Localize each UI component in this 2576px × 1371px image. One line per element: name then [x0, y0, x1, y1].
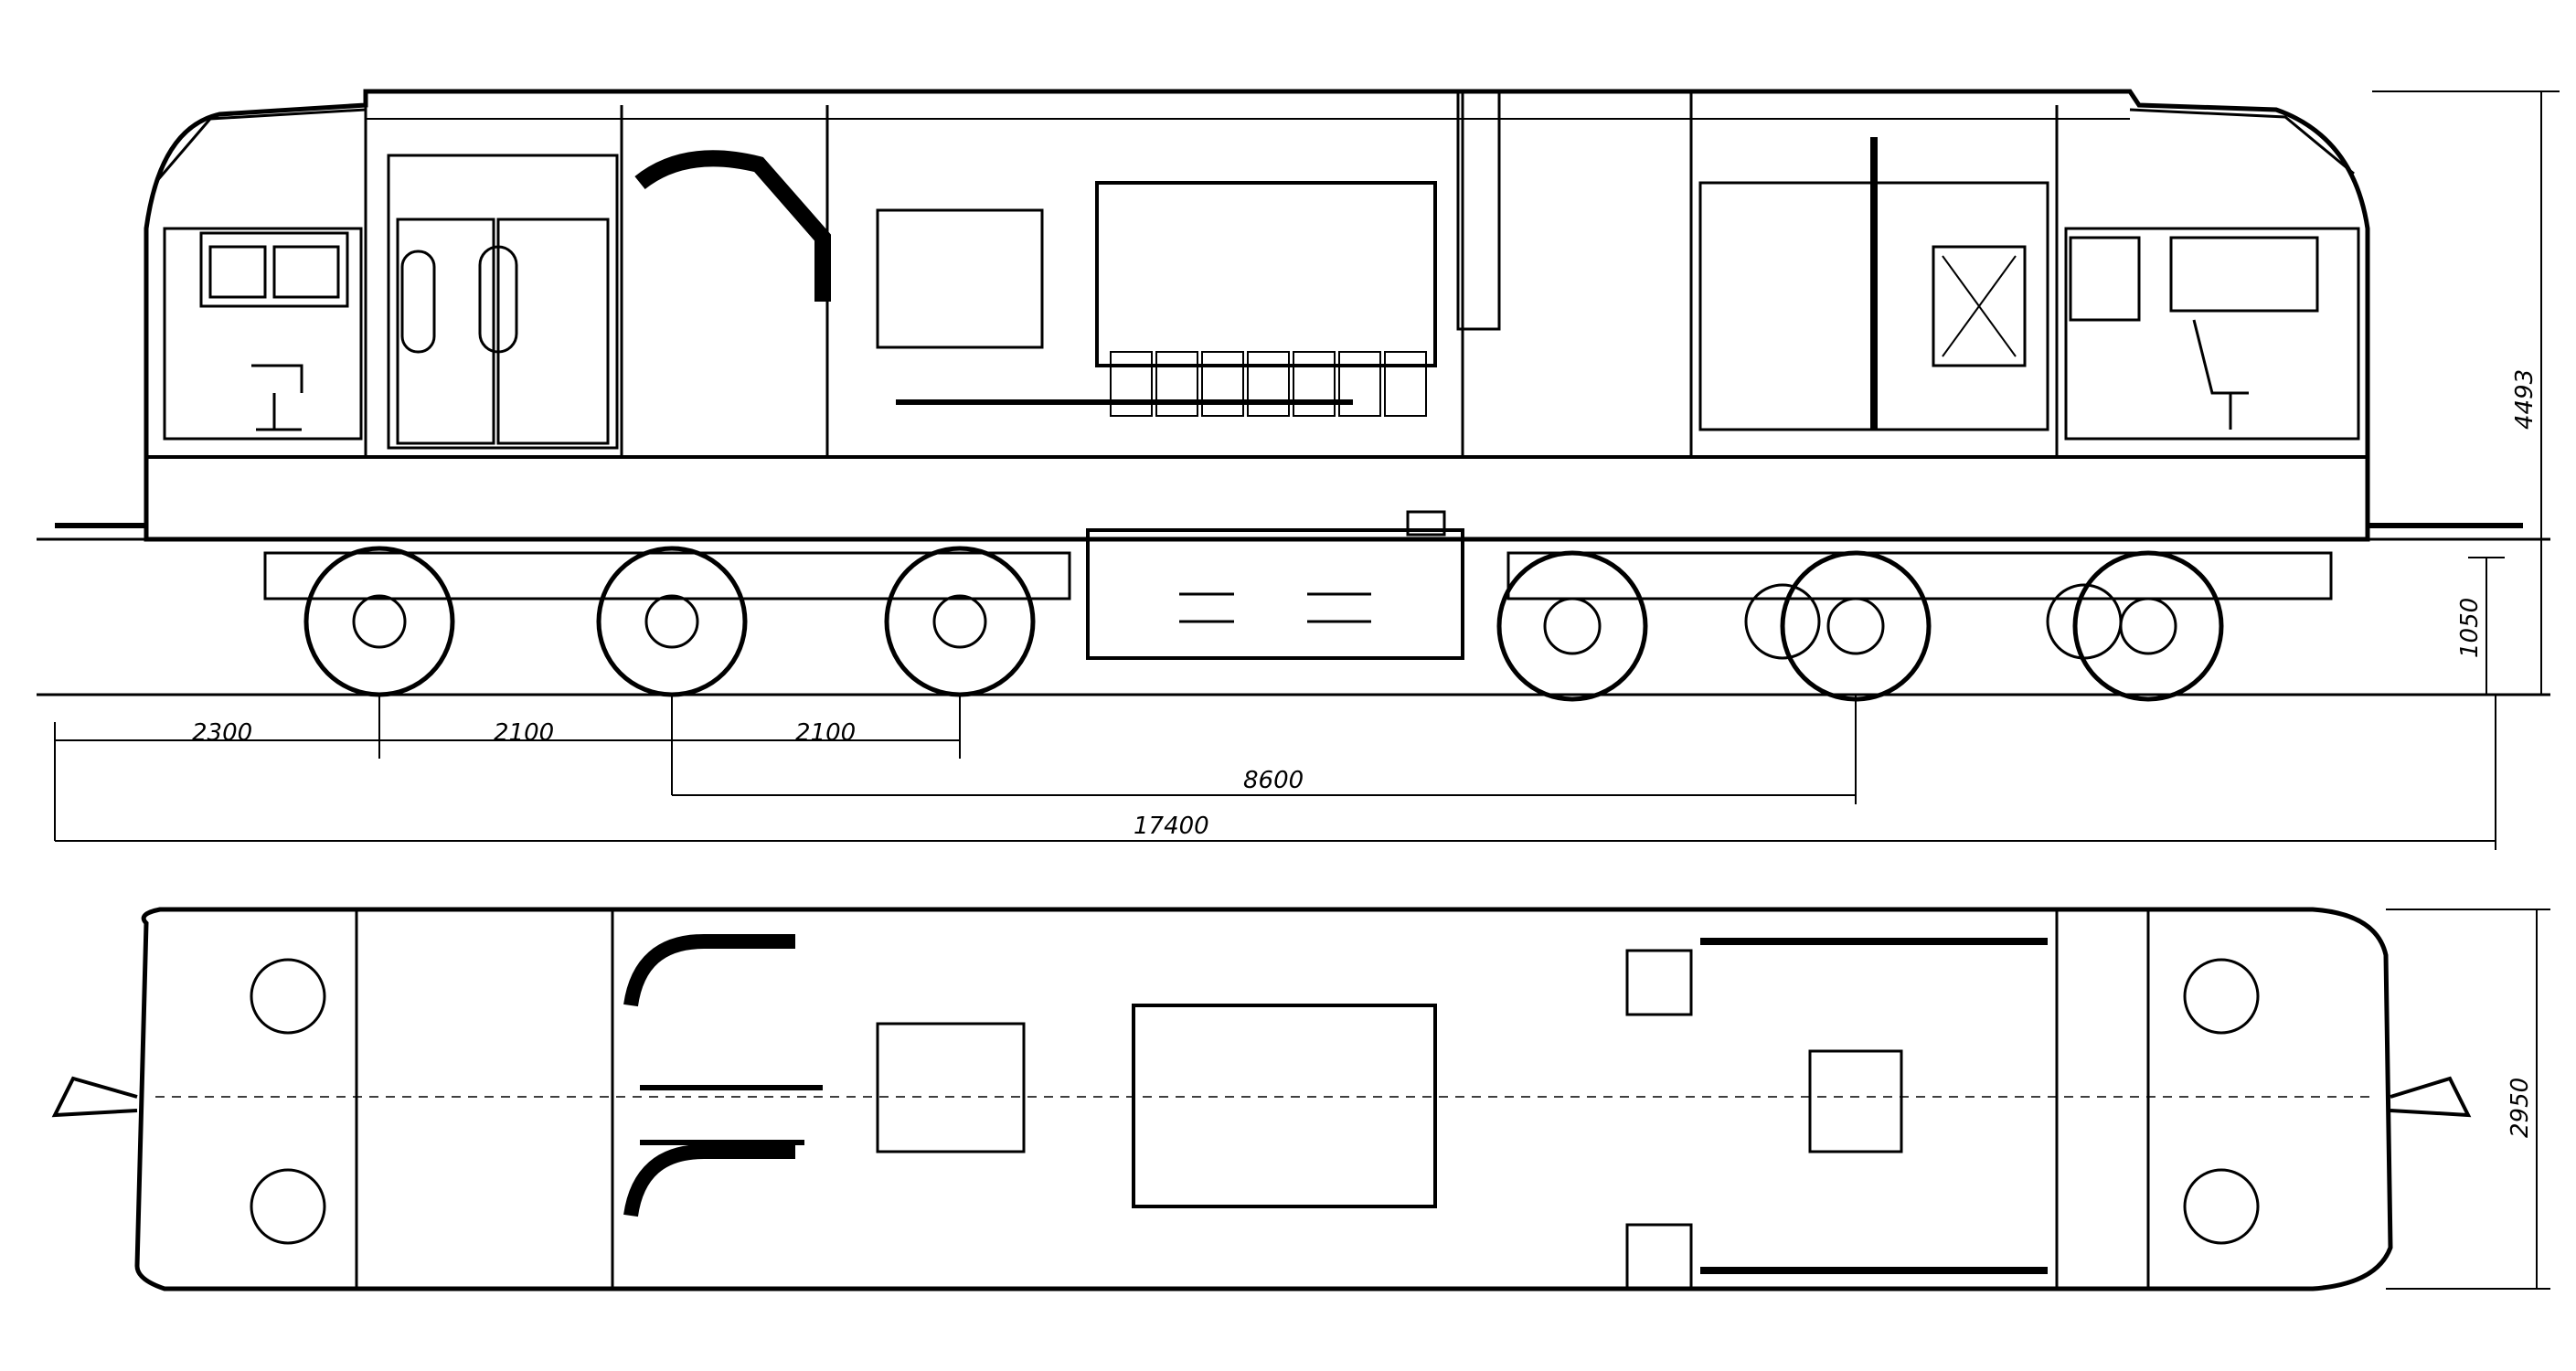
plan-seat-2	[250, 1168, 326, 1245]
dim-4493: 4493	[2511, 369, 2539, 430]
plan-duct-lower	[623, 1144, 795, 1217]
front-driver-seat	[251, 364, 303, 431]
front-vestibule	[387, 154, 619, 450]
body-outline	[144, 89, 2370, 542]
plan-compressor	[1808, 1049, 1903, 1153]
vestibule-door-left	[396, 218, 495, 445]
wheel-5-hub	[1826, 597, 1885, 655]
rear-cab-frame	[2064, 227, 2360, 441]
dim-17400: 17400	[1134, 813, 1209, 840]
traction-motor-1	[1744, 583, 1821, 660]
dim-2100-a: 2100	[494, 719, 554, 747]
plan-seat-3	[2183, 958, 2260, 1035]
side-elevation	[37, 89, 2550, 702]
dim-8600: 8600	[1243, 767, 1304, 794]
rear-driver-seat	[2192, 319, 2249, 430]
wheel-2	[596, 546, 748, 697]
door-window-left	[400, 250, 436, 354]
radiator-hatch	[1932, 245, 2027, 367]
rear-cab-roof	[2129, 108, 2355, 175]
dim-2300: 2300	[192, 719, 252, 747]
plan-view	[51, 907, 2472, 1291]
rear-cab-window	[2169, 236, 2319, 313]
bogie-plate	[1406, 510, 1446, 537]
wheel-1-hub	[352, 594, 407, 649]
plan-seat-1	[250, 958, 326, 1035]
radiator-hatch-cross	[1942, 255, 2017, 357]
rear-cab-small-window	[2069, 236, 2141, 322]
wheel-4	[1496, 550, 1648, 702]
front-window-pane-1	[208, 245, 267, 299]
plan-generator	[876, 1022, 1026, 1153]
dim-2100-b: 2100	[795, 719, 856, 747]
plan-dimension-lines	[2386, 909, 2550, 1290]
plan-seat-4	[2183, 1168, 2260, 1245]
front-bogie-frame	[263, 551, 1071, 600]
wheel-2-hub	[644, 594, 699, 649]
plan-rear-coupler	[2390, 1076, 2472, 1118]
door-window-right	[478, 245, 518, 354]
wheel-3-hub	[932, 594, 987, 649]
underframe	[144, 455, 2369, 541]
diesel-engine	[1095, 181, 1437, 367]
plan-box-upper	[1625, 949, 1693, 1016]
wheel-4-hub	[1543, 597, 1602, 655]
vestibule-door-right	[496, 218, 610, 445]
wheel-6	[2072, 550, 2224, 702]
wheel-3	[884, 546, 1036, 697]
engine-cylinders	[1110, 351, 1427, 417]
dim-2950: 2950	[2507, 1078, 2534, 1138]
wheel-1	[303, 546, 455, 697]
rear-bogie-frame	[1506, 551, 2333, 600]
plan-shaft	[640, 1085, 823, 1145]
fuel-tank	[1086, 528, 1464, 660]
side-dimension-lines	[54, 90, 2560, 850]
traction-motor-2	[2046, 583, 2123, 660]
exhaust-stack	[1456, 90, 1501, 331]
front-cab-roof	[154, 108, 367, 184]
plan-outline	[134, 907, 2393, 1291]
plan-duct-upper	[623, 934, 795, 1007]
front-cab-frame	[163, 227, 363, 441]
plan-box-lower	[1625, 1223, 1693, 1291]
plan-engine	[1132, 1004, 1437, 1208]
wheel-5	[1780, 550, 1932, 702]
dim-1050: 1050	[2456, 598, 2484, 658]
generator	[876, 208, 1044, 349]
front-cab-window	[199, 231, 349, 308]
air-duct	[634, 150, 831, 302]
front-window-pane-2	[272, 245, 340, 299]
wheel-6-hub	[2119, 597, 2177, 655]
plan-front-coupler	[51, 1076, 138, 1118]
